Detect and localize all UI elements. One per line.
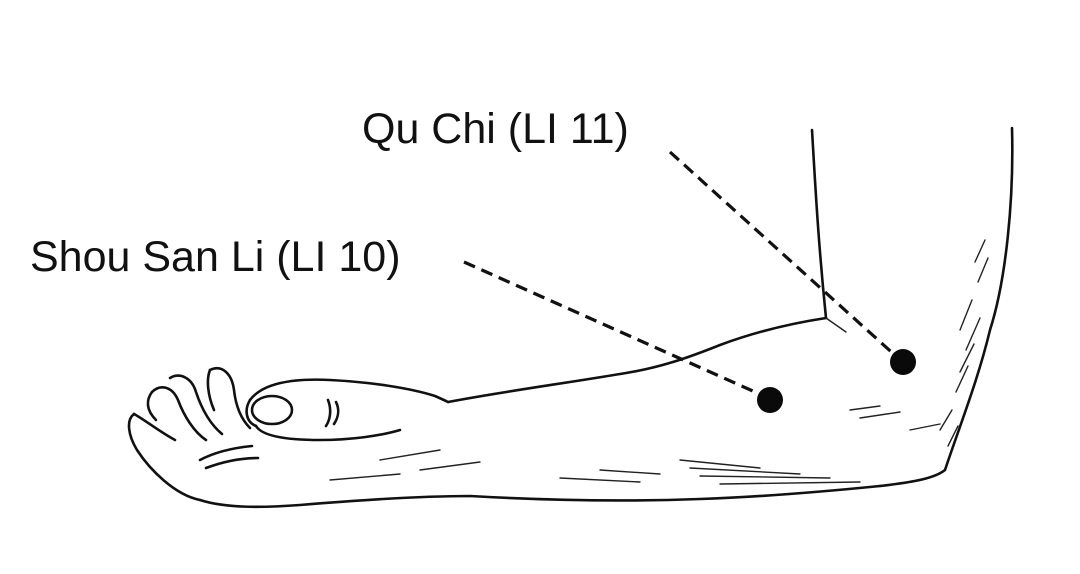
qu-chi-label: Qu Chi (LI 11) — [362, 105, 629, 153]
qu-chi-point — [890, 349, 916, 375]
shou-san-li-point — [757, 387, 783, 413]
qu-chi-leader-line — [668, 150, 900, 360]
shou-san-li-leader-line — [463, 260, 765, 398]
arm-outline — [127, 126, 1014, 509]
arm-shading — [329, 239, 989, 485]
shou-san-li-label: Shou San Li (LI 10) — [30, 233, 401, 281]
